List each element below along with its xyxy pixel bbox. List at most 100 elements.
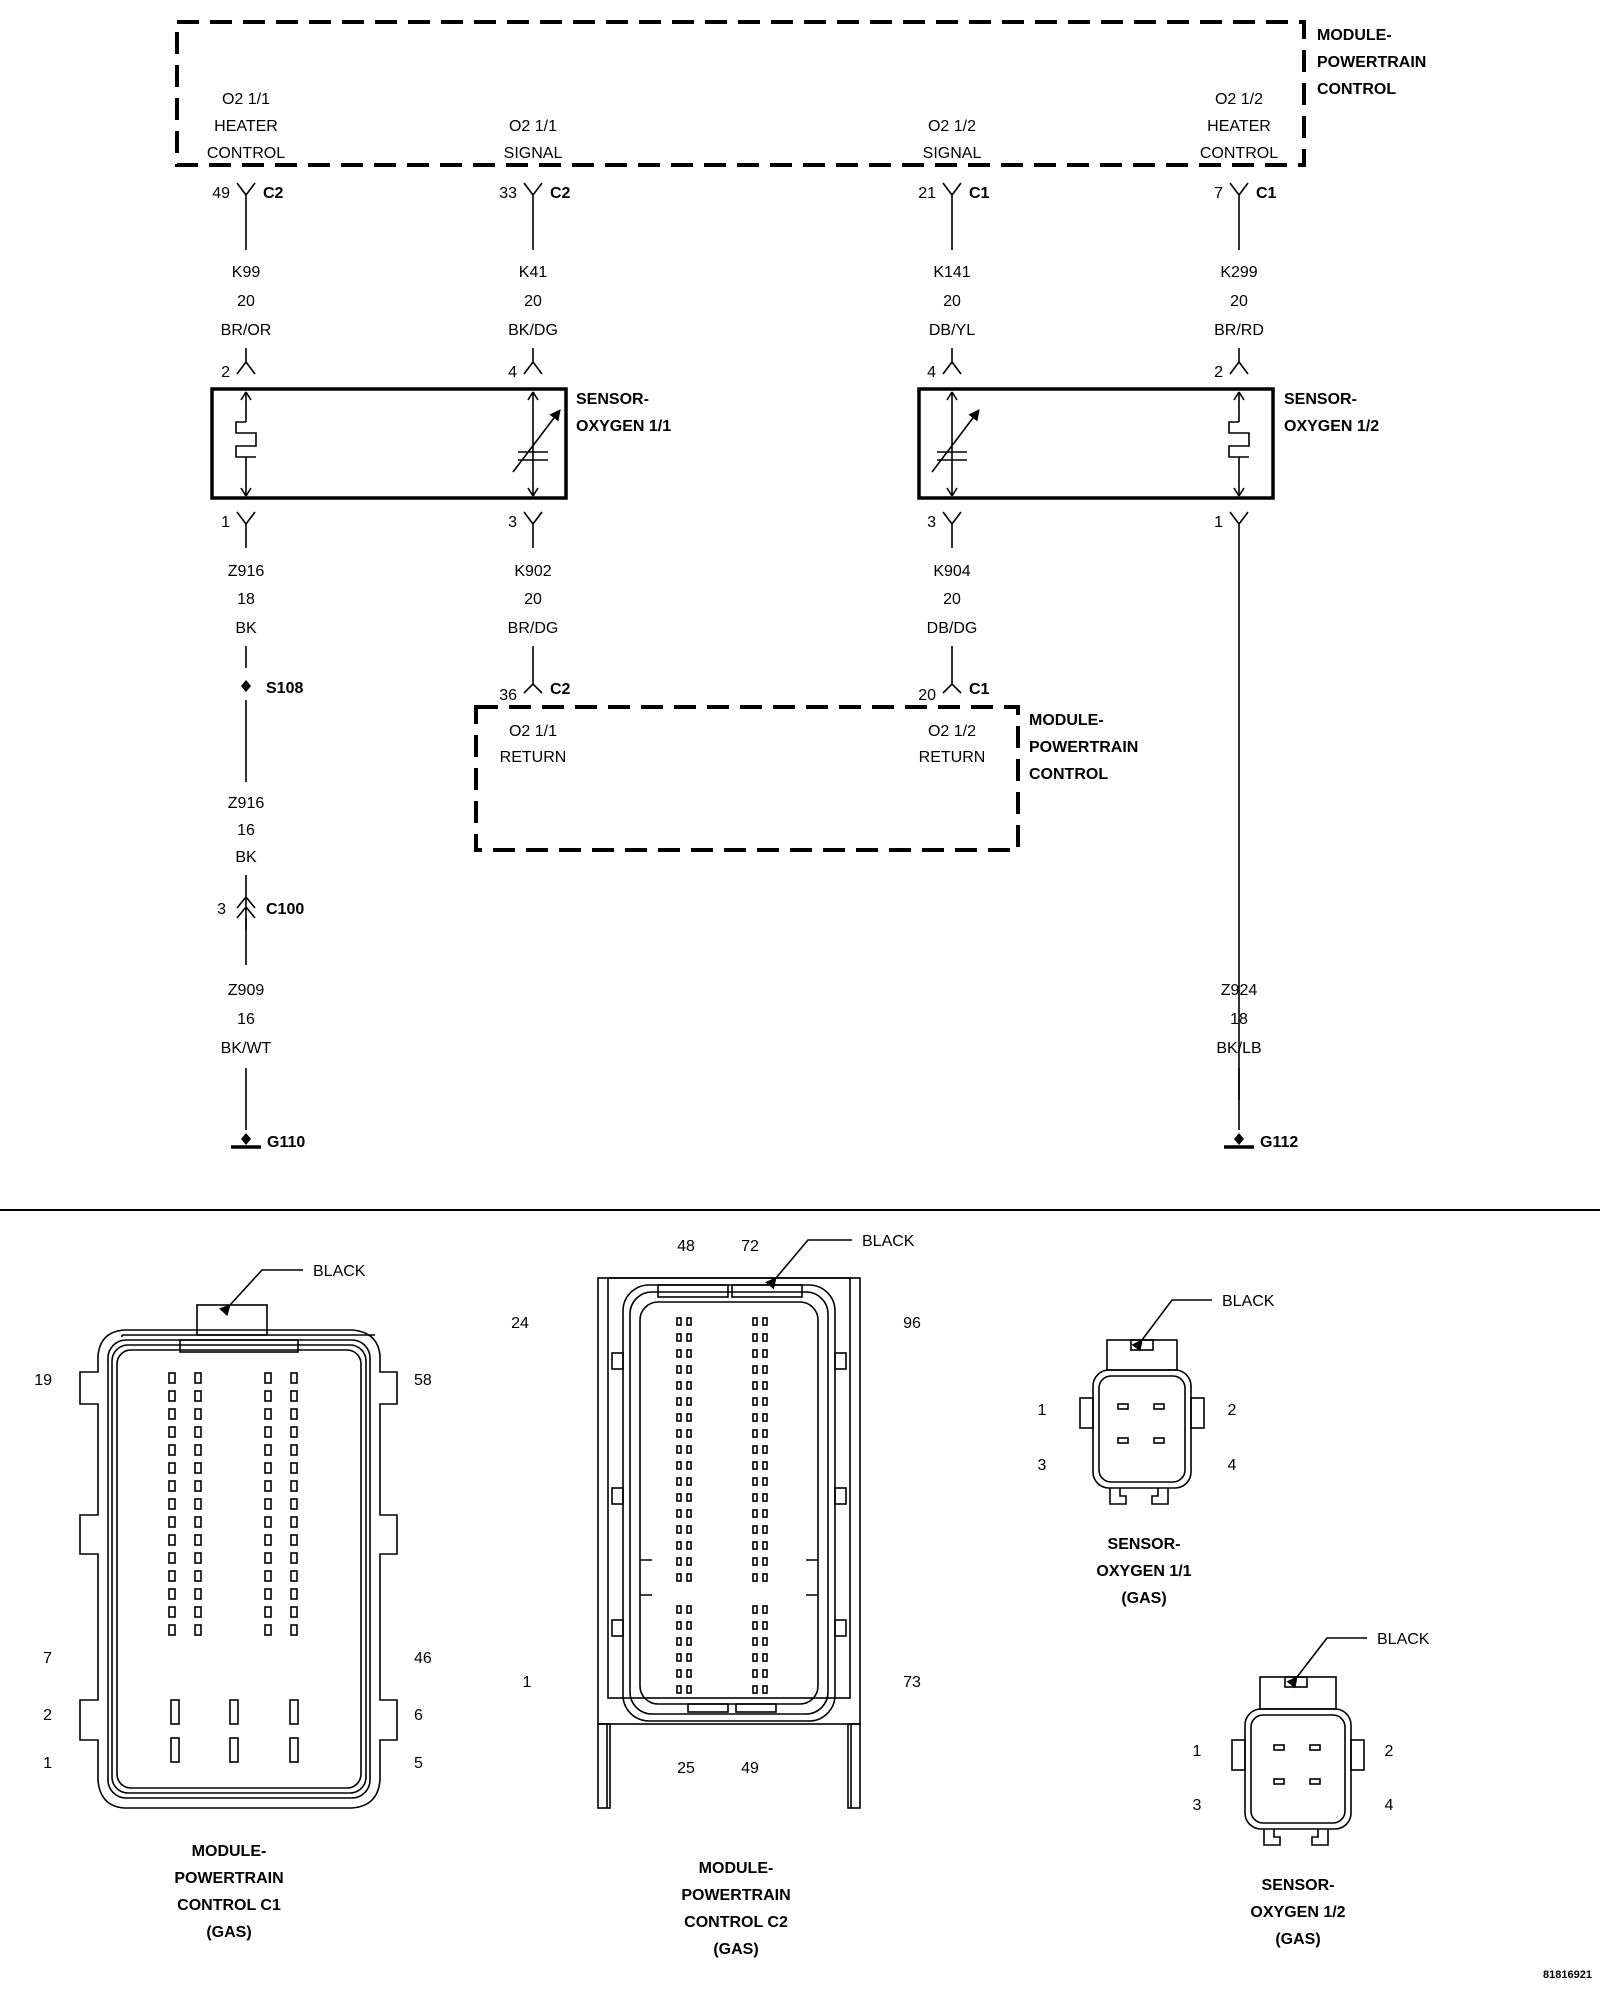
c2-pin-cavity bbox=[752, 1461, 758, 1470]
c1-pin-cavity bbox=[194, 1606, 202, 1618]
c1-pin-cavity bbox=[168, 1444, 176, 1456]
c1-pin-cavity bbox=[264, 1606, 272, 1618]
s108-splice bbox=[241, 680, 251, 692]
c1-label-3: CONTROL bbox=[207, 145, 285, 162]
c1-pin-cavity bbox=[290, 1444, 298, 1456]
c1-pin-cavity bbox=[170, 1737, 180, 1763]
c2-pin-cavity bbox=[686, 1557, 692, 1566]
c100-label: C100 bbox=[266, 901, 304, 918]
k99-gauge: 20 bbox=[237, 293, 255, 310]
k902-gauge: 20 bbox=[524, 591, 542, 608]
s11-pin-3: 3 bbox=[508, 514, 517, 531]
c1-label-1: O2 1/1 bbox=[222, 91, 270, 108]
c1-pin-cavity bbox=[289, 1699, 299, 1725]
c1-pin-cavity bbox=[194, 1390, 202, 1402]
c1-name-3: CONTROL C1 bbox=[177, 1897, 281, 1914]
z924-gauge: 18 bbox=[1230, 1011, 1248, 1028]
c1-pin-cavity bbox=[290, 1606, 298, 1618]
c2-pin-cavity bbox=[752, 1525, 758, 1534]
c1-pin: 49 bbox=[212, 185, 230, 202]
c1-pin-cavity bbox=[168, 1588, 176, 1600]
c1-pin-cavity bbox=[290, 1534, 298, 1546]
c1-pin-cavity bbox=[264, 1390, 272, 1402]
c2-pin-cavity bbox=[676, 1685, 682, 1694]
o2-11-pin-cavity-1 bbox=[1117, 1403, 1129, 1410]
c1-pin-cavity bbox=[194, 1588, 202, 1600]
o2-12-name-3: (GAS) bbox=[1275, 1931, 1320, 1948]
c1-pin-cavity bbox=[194, 1552, 202, 1564]
z909-id: Z909 bbox=[228, 982, 265, 999]
pcm-top-name-2: POWERTRAIN bbox=[1317, 54, 1426, 71]
c1-pin-cavity bbox=[168, 1498, 176, 1510]
c2-pin-cavity bbox=[686, 1573, 692, 1582]
k141-gauge: 20 bbox=[943, 293, 961, 310]
c1-label-2: HEATER bbox=[214, 118, 278, 135]
c1-pin-cavity bbox=[194, 1462, 202, 1474]
g112-label: G112 bbox=[1260, 1134, 1298, 1151]
c4-label-2: HEATER bbox=[1207, 118, 1271, 135]
c2-pin-cavity bbox=[676, 1317, 682, 1326]
c2-pin-cavity bbox=[676, 1557, 682, 1566]
o2-11-pin-2: 2 bbox=[1228, 1402, 1237, 1419]
c2-pin-cavity bbox=[752, 1669, 758, 1678]
c4-connector: C1 bbox=[1256, 185, 1277, 202]
c2-pin-cavity bbox=[762, 1653, 768, 1662]
c1-pin-cavity bbox=[194, 1444, 202, 1456]
c2-pin-cavity bbox=[686, 1637, 692, 1646]
c2-pin-cavity bbox=[752, 1621, 758, 1630]
k299-color: BR/RD bbox=[1214, 322, 1264, 339]
c2-pin-cavity bbox=[686, 1317, 692, 1326]
c1-pin-cavity bbox=[264, 1516, 272, 1528]
c2-pin-cavity bbox=[762, 1605, 768, 1614]
c2-pin-cavity bbox=[762, 1541, 768, 1550]
c1-pin-cavity bbox=[194, 1498, 202, 1510]
o2-11-name-3: (GAS) bbox=[1121, 1590, 1166, 1607]
k41-id: K41 bbox=[519, 264, 548, 281]
c1-pin-cavity bbox=[289, 1737, 299, 1763]
c2-pin-cavity bbox=[686, 1685, 692, 1694]
c1-pin-cavity bbox=[264, 1426, 272, 1438]
s11-pin-2: 2 bbox=[221, 364, 230, 381]
pcm-top-name-3: CONTROL bbox=[1317, 81, 1396, 98]
ret-right-label-2: RETURN bbox=[919, 749, 986, 766]
c2-pin-cavity bbox=[762, 1461, 768, 1470]
c2-pin-cavity bbox=[762, 1621, 768, 1630]
c2-pin-cavity bbox=[686, 1621, 692, 1630]
c2-pin-cavity bbox=[762, 1445, 768, 1454]
c2-pin-cavity bbox=[676, 1605, 682, 1614]
c2-pin-cavity bbox=[686, 1429, 692, 1438]
c2-pin-cavity bbox=[752, 1541, 758, 1550]
c1-pin-cavity bbox=[168, 1426, 176, 1438]
c2-pin-cavity bbox=[752, 1637, 758, 1646]
c2-pin-cavity bbox=[686, 1461, 692, 1470]
drawing-id: 81816921 bbox=[1543, 1969, 1592, 1981]
c3-label-1: O2 1/2 bbox=[928, 118, 976, 135]
c2-pin-cavity bbox=[762, 1685, 768, 1694]
z916-16-color: BK bbox=[235, 849, 257, 866]
c2-pin-cavity bbox=[762, 1333, 768, 1342]
c2-pin-cavity bbox=[676, 1445, 682, 1454]
c1-pin-cavity bbox=[264, 1534, 272, 1546]
o2-12-color-label: BLACK bbox=[1377, 1631, 1430, 1648]
s108-label: S108 bbox=[266, 680, 303, 697]
k904-gauge: 20 bbox=[943, 591, 961, 608]
o2-12-name-1: SENSOR- bbox=[1262, 1877, 1335, 1894]
o2-11-name-2: OXYGEN 1/1 bbox=[1096, 1563, 1191, 1580]
c2-pin-cavity bbox=[686, 1541, 692, 1550]
c2-pin-48: 48 bbox=[677, 1238, 695, 1255]
connector-c1-view: BLACK 19 58 7 46 2 6 1 5 MODULE- POWERTR… bbox=[34, 1263, 432, 1941]
c2-name-3: CONTROL C2 bbox=[684, 1914, 788, 1931]
k299-id: K299 bbox=[1220, 264, 1257, 281]
ret-left-connector: C2 bbox=[550, 681, 571, 698]
k141-color: DB/YL bbox=[929, 322, 975, 339]
c4-pin: 7 bbox=[1214, 185, 1223, 202]
o2-11-name-1: SENSOR- bbox=[1108, 1536, 1181, 1553]
c2-pin-cavity bbox=[752, 1365, 758, 1374]
c1-pin-2: 2 bbox=[43, 1707, 52, 1724]
c2-pin-cavity bbox=[686, 1365, 692, 1374]
c1-color-label: BLACK bbox=[313, 1263, 366, 1280]
ret-right-label-1: O2 1/2 bbox=[928, 723, 976, 740]
c2-pin-cavity bbox=[762, 1637, 768, 1646]
c2-pin-cavity bbox=[686, 1397, 692, 1406]
